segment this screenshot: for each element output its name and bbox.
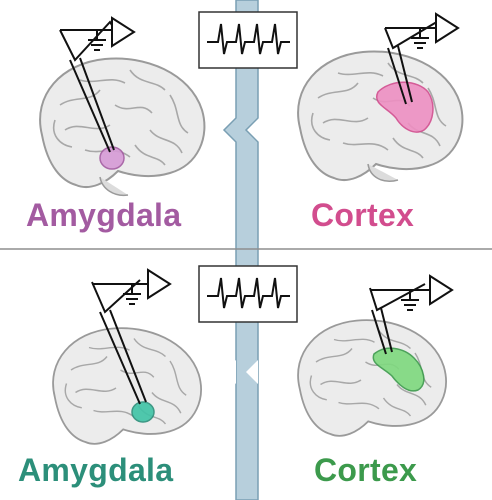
electrode-icon (384, 19, 441, 105)
spike-train-icon (207, 23, 290, 55)
central-channel (222, 0, 259, 500)
brain-icon (297, 50, 464, 182)
region-highlight (99, 146, 125, 170)
ground-symbol-icon (401, 290, 419, 311)
channel-body (222, 0, 259, 500)
region-label-amygdala-bottom: Amygdala (18, 452, 174, 488)
channel-notch-lower (224, 360, 258, 384)
amplifier-triangle-icon (370, 274, 454, 306)
brain-icon (52, 327, 202, 445)
amplifier-triangle-icon (60, 16, 136, 48)
panel-top-left (39, 16, 206, 197)
spike-train-icon (207, 277, 290, 309)
spike-box-bottom (198, 265, 298, 323)
spike-box-top (198, 11, 298, 69)
brain-icon (39, 57, 206, 197)
region-label-cortex-top: Cortex (311, 197, 415, 233)
ground-symbol-icon (123, 284, 141, 305)
amplifier-triangle-icon (92, 268, 172, 300)
region-highlight (372, 347, 425, 392)
ground-symbol-icon (411, 28, 429, 49)
panel-bottom-right (297, 274, 454, 437)
panel-top-right (297, 12, 464, 182)
region-highlight (131, 401, 155, 423)
region-label-amygdala-top: Amygdala (26, 197, 182, 233)
amplifier-triangle-icon (385, 12, 460, 44)
region-label-cortex-bottom: Cortex (314, 452, 418, 488)
panel-bottom-left (52, 268, 202, 445)
electrode-icon (91, 279, 147, 405)
ground-symbol-icon (88, 30, 106, 51)
region-highlight (375, 81, 434, 133)
